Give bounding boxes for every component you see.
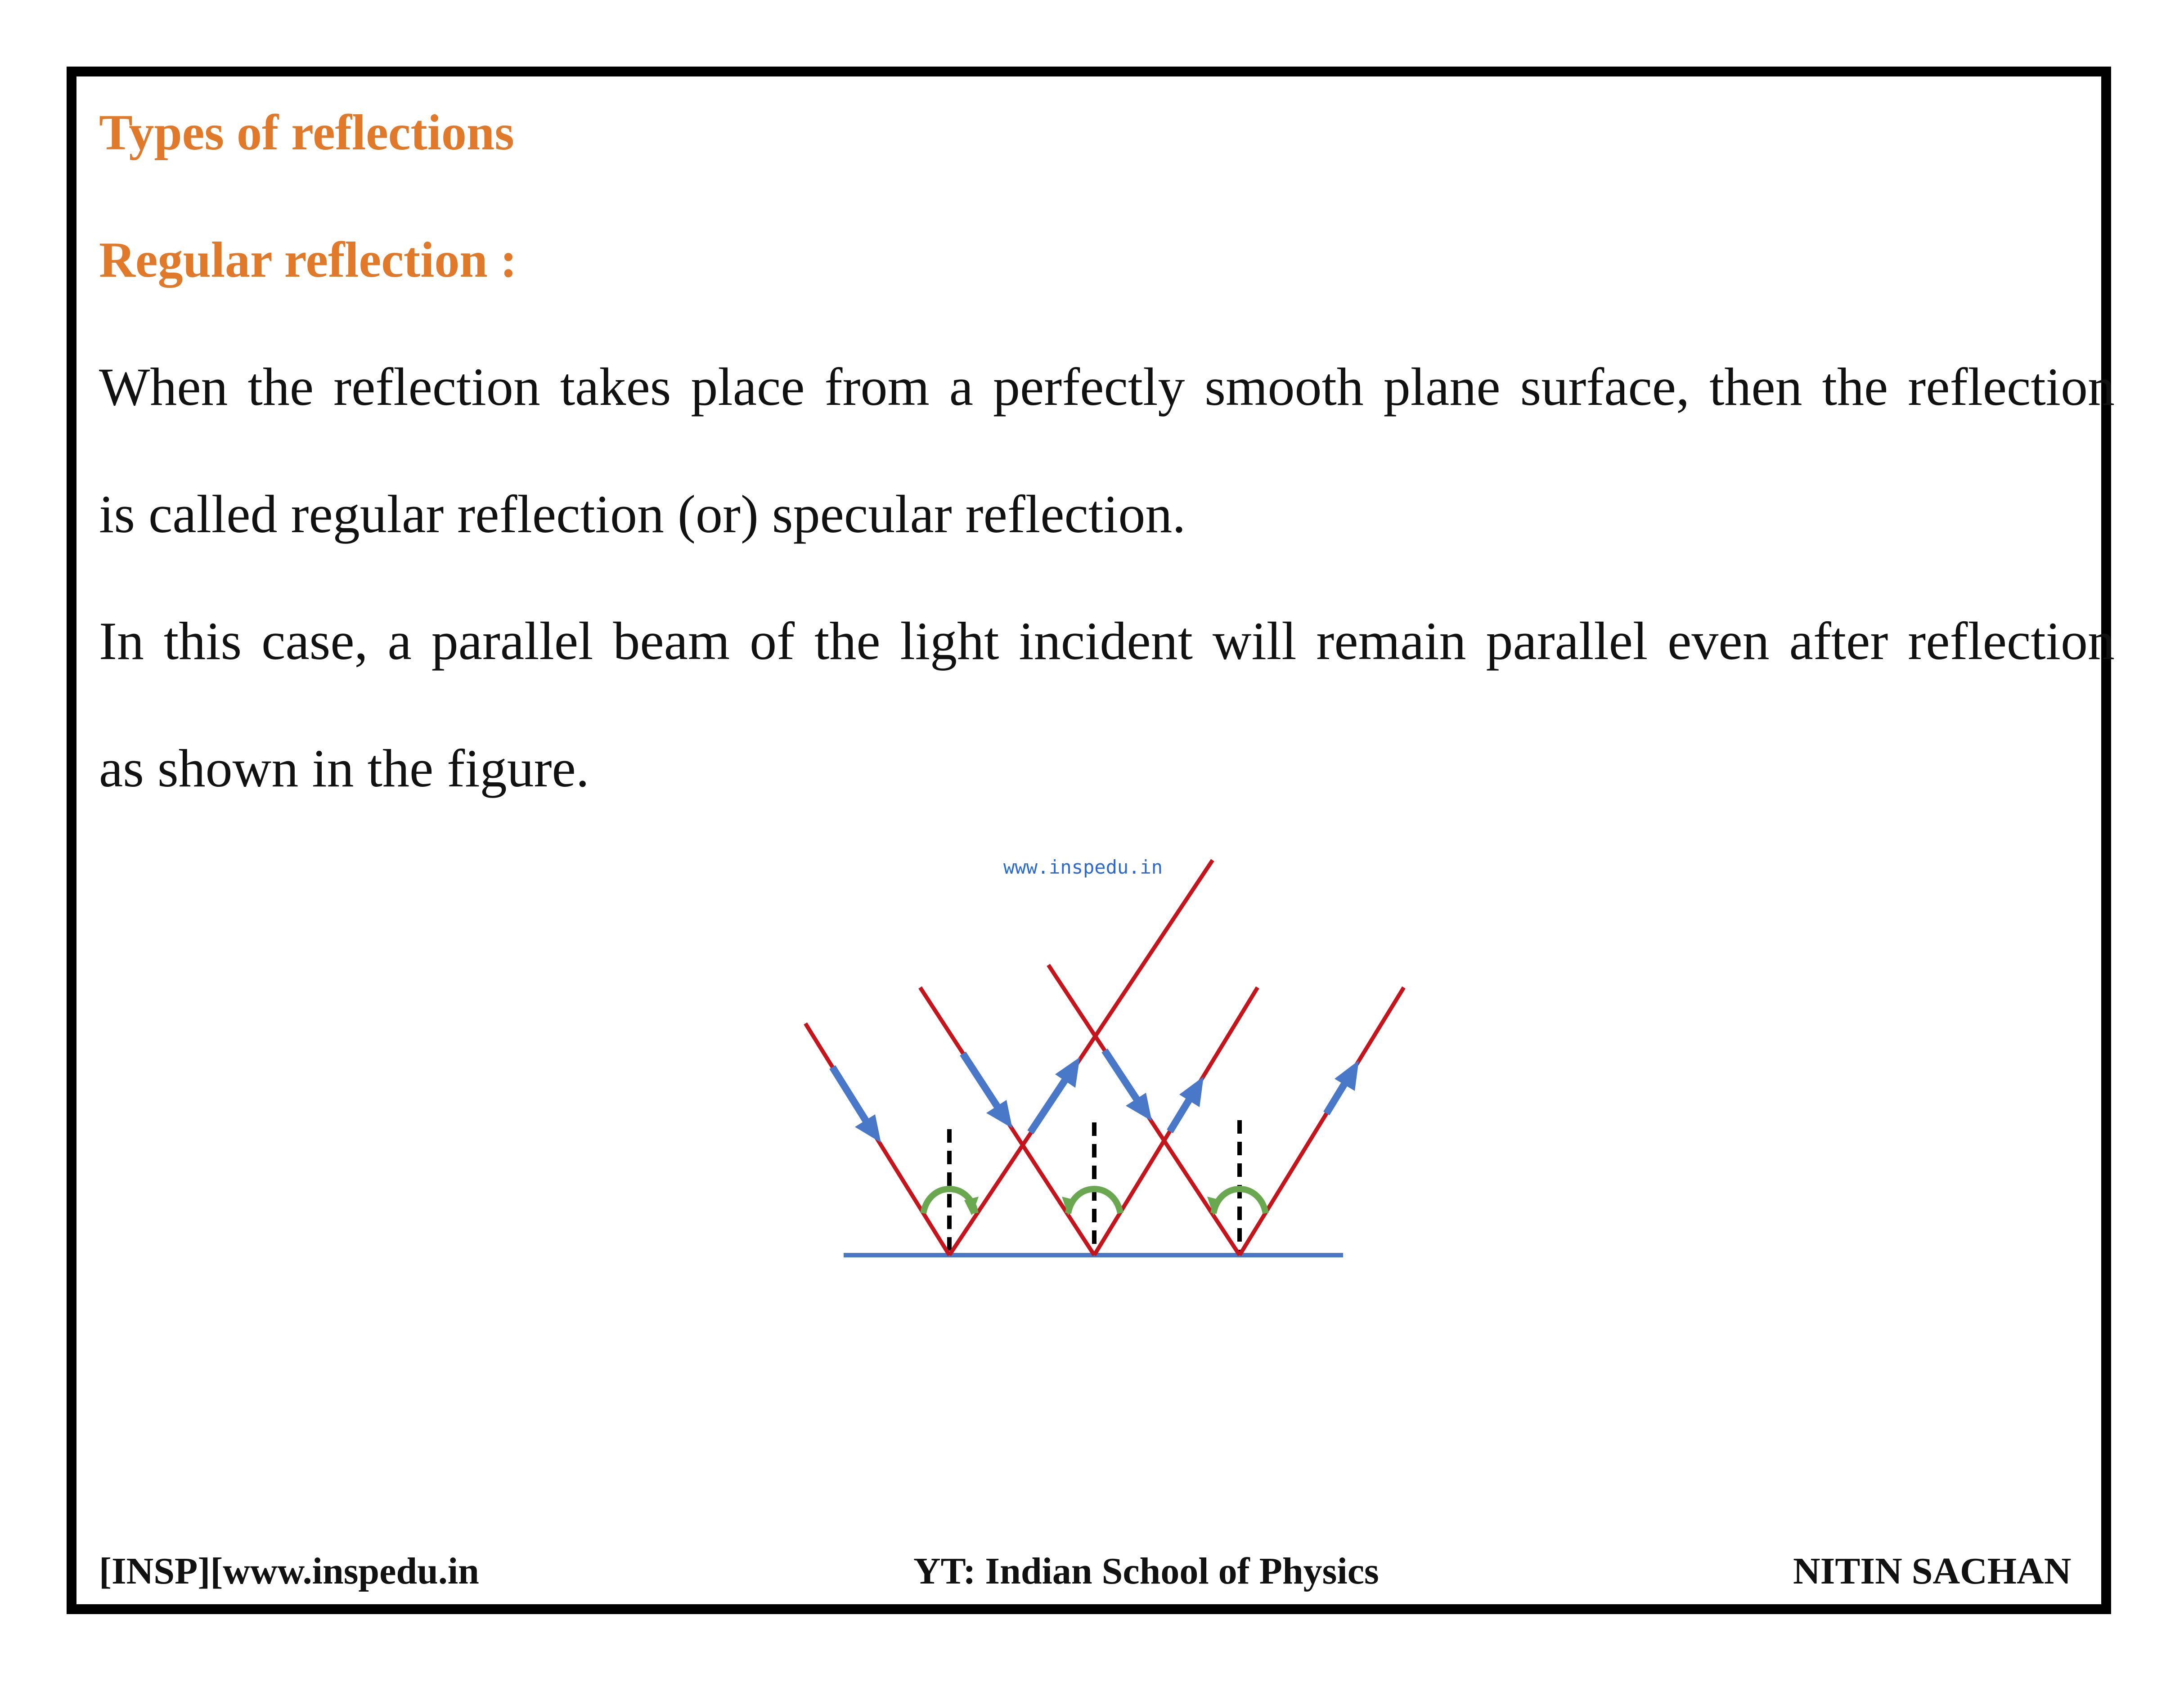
section-heading: Regular reflection : <box>99 232 517 288</box>
angle-arc-arrowhead-2 <box>1062 1197 1076 1216</box>
body-text-line-1: When the reflection takes place from a p… <box>99 357 2115 417</box>
reflected-arrow-3 <box>1323 1060 1359 1116</box>
page-border <box>67 67 2111 1614</box>
body-text-line-3: In this case, a parallel beam of the lig… <box>99 611 2115 671</box>
body-text-line-2: is called regular reflection (or) specul… <box>99 484 1186 544</box>
figure-watermark: www.inspedu.in <box>1003 856 1163 878</box>
footer-right: NITIN SACHAN <box>1793 1550 2072 1592</box>
reflected-arrow-2 <box>1167 1077 1204 1134</box>
incident-arrow-3 <box>1101 1048 1152 1121</box>
incident-arrow-1 <box>829 1065 881 1143</box>
angle-arc-arrowhead-1 <box>964 1197 979 1216</box>
reflected-ray-1 <box>948 859 1214 1256</box>
footer-left: [INSP][www.inspedu.in <box>99 1550 479 1592</box>
page-title: Types of reflections <box>99 105 514 161</box>
body-text-line-4: as shown in the figure. <box>99 738 589 798</box>
angle-arc-arrowhead-3 <box>1207 1197 1222 1216</box>
reflected-ray-3 <box>1238 986 1406 1256</box>
incident-arrow-2 <box>960 1051 1012 1128</box>
footer-center: YT: Indian School of Physics <box>913 1550 1379 1592</box>
reflected-arrow-1 <box>1027 1057 1080 1135</box>
